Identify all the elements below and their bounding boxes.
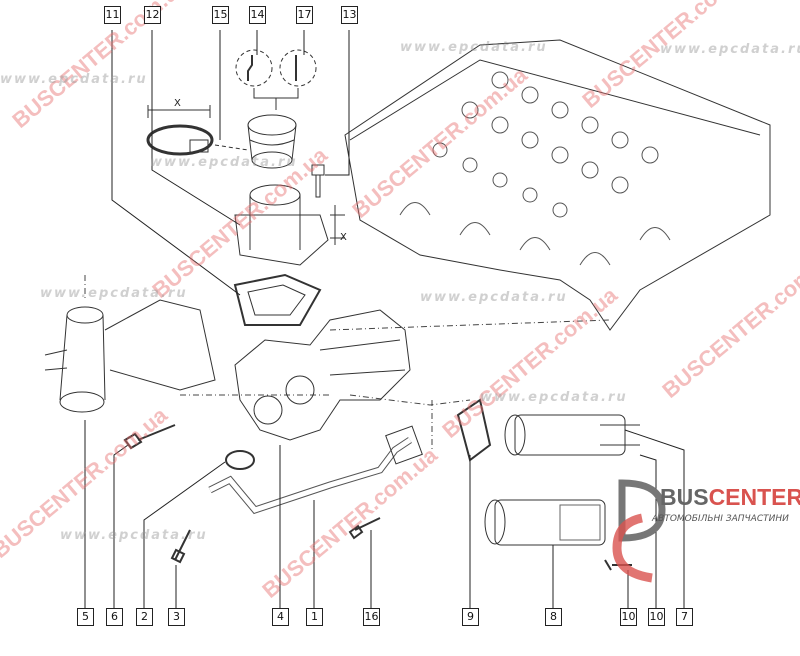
egr-body xyxy=(234,309,411,441)
cylinder-head xyxy=(344,39,771,331)
callout-2: 2 xyxy=(136,608,153,626)
coupling-sleeve xyxy=(247,114,297,169)
egr-valve-upper xyxy=(504,414,640,456)
callout-4: 4 xyxy=(272,608,289,626)
svg-text:X: X xyxy=(340,232,347,243)
valve-gasket xyxy=(456,398,492,462)
throttle-housing xyxy=(234,184,329,266)
bolt xyxy=(311,164,325,198)
callout-10a: 10 xyxy=(620,608,637,626)
callout-1: 1 xyxy=(306,608,323,626)
callout-17: 17 xyxy=(296,6,313,24)
callout-16: 16 xyxy=(363,608,380,626)
seal-ring xyxy=(225,450,255,470)
callout-14: 14 xyxy=(249,6,266,24)
dimension-x-top: X xyxy=(174,98,181,109)
callout-11: 11 xyxy=(104,6,121,24)
gasket xyxy=(233,273,322,326)
logo-mark-icon xyxy=(612,479,666,583)
callout-10b: 10 xyxy=(648,608,665,626)
egr-cooler xyxy=(44,299,216,413)
callout-8: 8 xyxy=(545,608,562,626)
callout-9: 9 xyxy=(462,608,479,626)
callout-3: 3 xyxy=(168,608,185,626)
callout-5: 5 xyxy=(77,608,94,626)
bolt-6 xyxy=(123,424,176,450)
logo-subtitle: АВТОМОБІЛЬНІ ЗАПЧАСТИНИ xyxy=(652,514,789,524)
callout-13: 13 xyxy=(341,6,358,24)
callout-7: 7 xyxy=(676,608,693,626)
hose-clamp xyxy=(146,124,214,156)
callout-6: 6 xyxy=(106,608,123,626)
egr-valve-lower xyxy=(484,499,606,546)
callout-12: 12 xyxy=(144,6,161,24)
callout-15: 15 xyxy=(212,6,229,24)
logo-name: BUSCENTER xyxy=(660,484,800,510)
